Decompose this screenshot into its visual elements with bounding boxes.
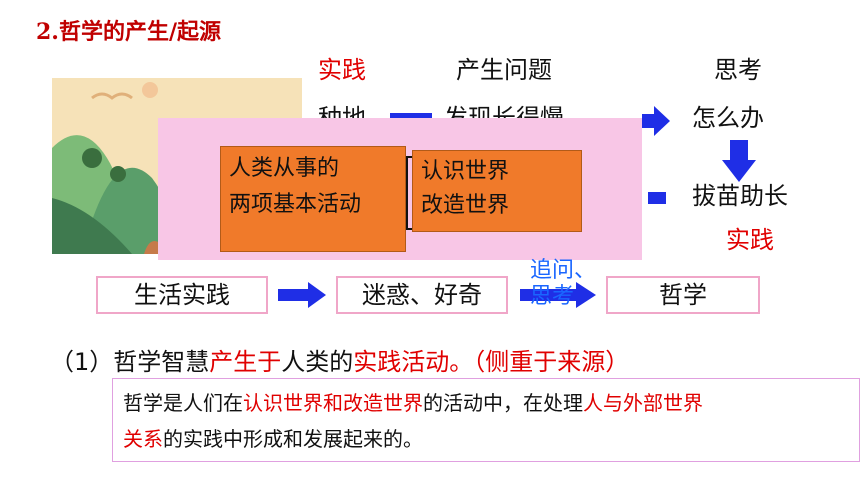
point-1-prefix: （1）哲学智慧 xyxy=(50,348,210,376)
header-think: 思考 xyxy=(714,56,762,84)
arrow-right-icon xyxy=(278,282,326,312)
activities-box: 人类从事的 两项基本活动 xyxy=(220,146,406,252)
def-text-3: 的实践中形成和发展起来的。 xyxy=(163,427,423,451)
header-practice: 实践 xyxy=(318,56,366,84)
def-red-2: 人与外部世界 xyxy=(583,391,703,415)
header-problem: 产生问题 xyxy=(456,56,552,84)
point-1-mid: 人类的 xyxy=(281,348,354,376)
def-red-1: 认识世界和改造世界 xyxy=(243,391,423,415)
arrow-right-icon xyxy=(520,282,596,312)
slide-title: 2.哲学的产生/起源 xyxy=(36,19,222,45)
arrow-right-icon xyxy=(642,106,670,140)
chain-step-practice: 生活实践 xyxy=(96,276,268,314)
activities-line-2: 两项基本活动 xyxy=(229,192,362,217)
chain-mid-line-1: 追问、 xyxy=(530,258,597,283)
arrow-down-icon xyxy=(722,140,756,186)
definition-box: 哲学是人们在认识世界和改造世界的活动中，在处理人与外部世界 关系的实践中形成和发… xyxy=(112,378,860,462)
activities-line-1: 人类从事的 xyxy=(229,156,340,181)
chain-step-curiosity: 迷惑、好奇 xyxy=(336,276,508,314)
point-1-red-1: 产生于 xyxy=(209,348,282,376)
def-red-3: 关系 xyxy=(123,427,163,451)
point-1: （1）哲学智慧产生于人类的实践活动。（侧重于来源） xyxy=(50,342,629,377)
world-line-1: 认识世界 xyxy=(421,159,510,184)
point-1-red-2: 实践活动。（侧重于来源） xyxy=(353,348,630,376)
chain-step-philosophy: 哲学 xyxy=(606,276,760,314)
flow-what-to-do: 怎么办 xyxy=(692,104,764,132)
chain-mid-label: 追问、 思考 xyxy=(530,258,596,310)
flow-result: 拔苗助长 xyxy=(692,182,788,210)
world-line-2: 改造世界 xyxy=(421,193,510,218)
flow-result-label: 实践 xyxy=(726,226,774,254)
arrow-right-icon xyxy=(648,192,666,204)
world-box: 认识世界 改造世界 xyxy=(412,150,582,232)
def-text-2: 的活动中，在处理 xyxy=(423,391,583,415)
bracket xyxy=(406,156,416,230)
def-text-1: 哲学是人们在 xyxy=(123,391,243,415)
chain-mid-line-2: 思考 xyxy=(530,284,575,309)
